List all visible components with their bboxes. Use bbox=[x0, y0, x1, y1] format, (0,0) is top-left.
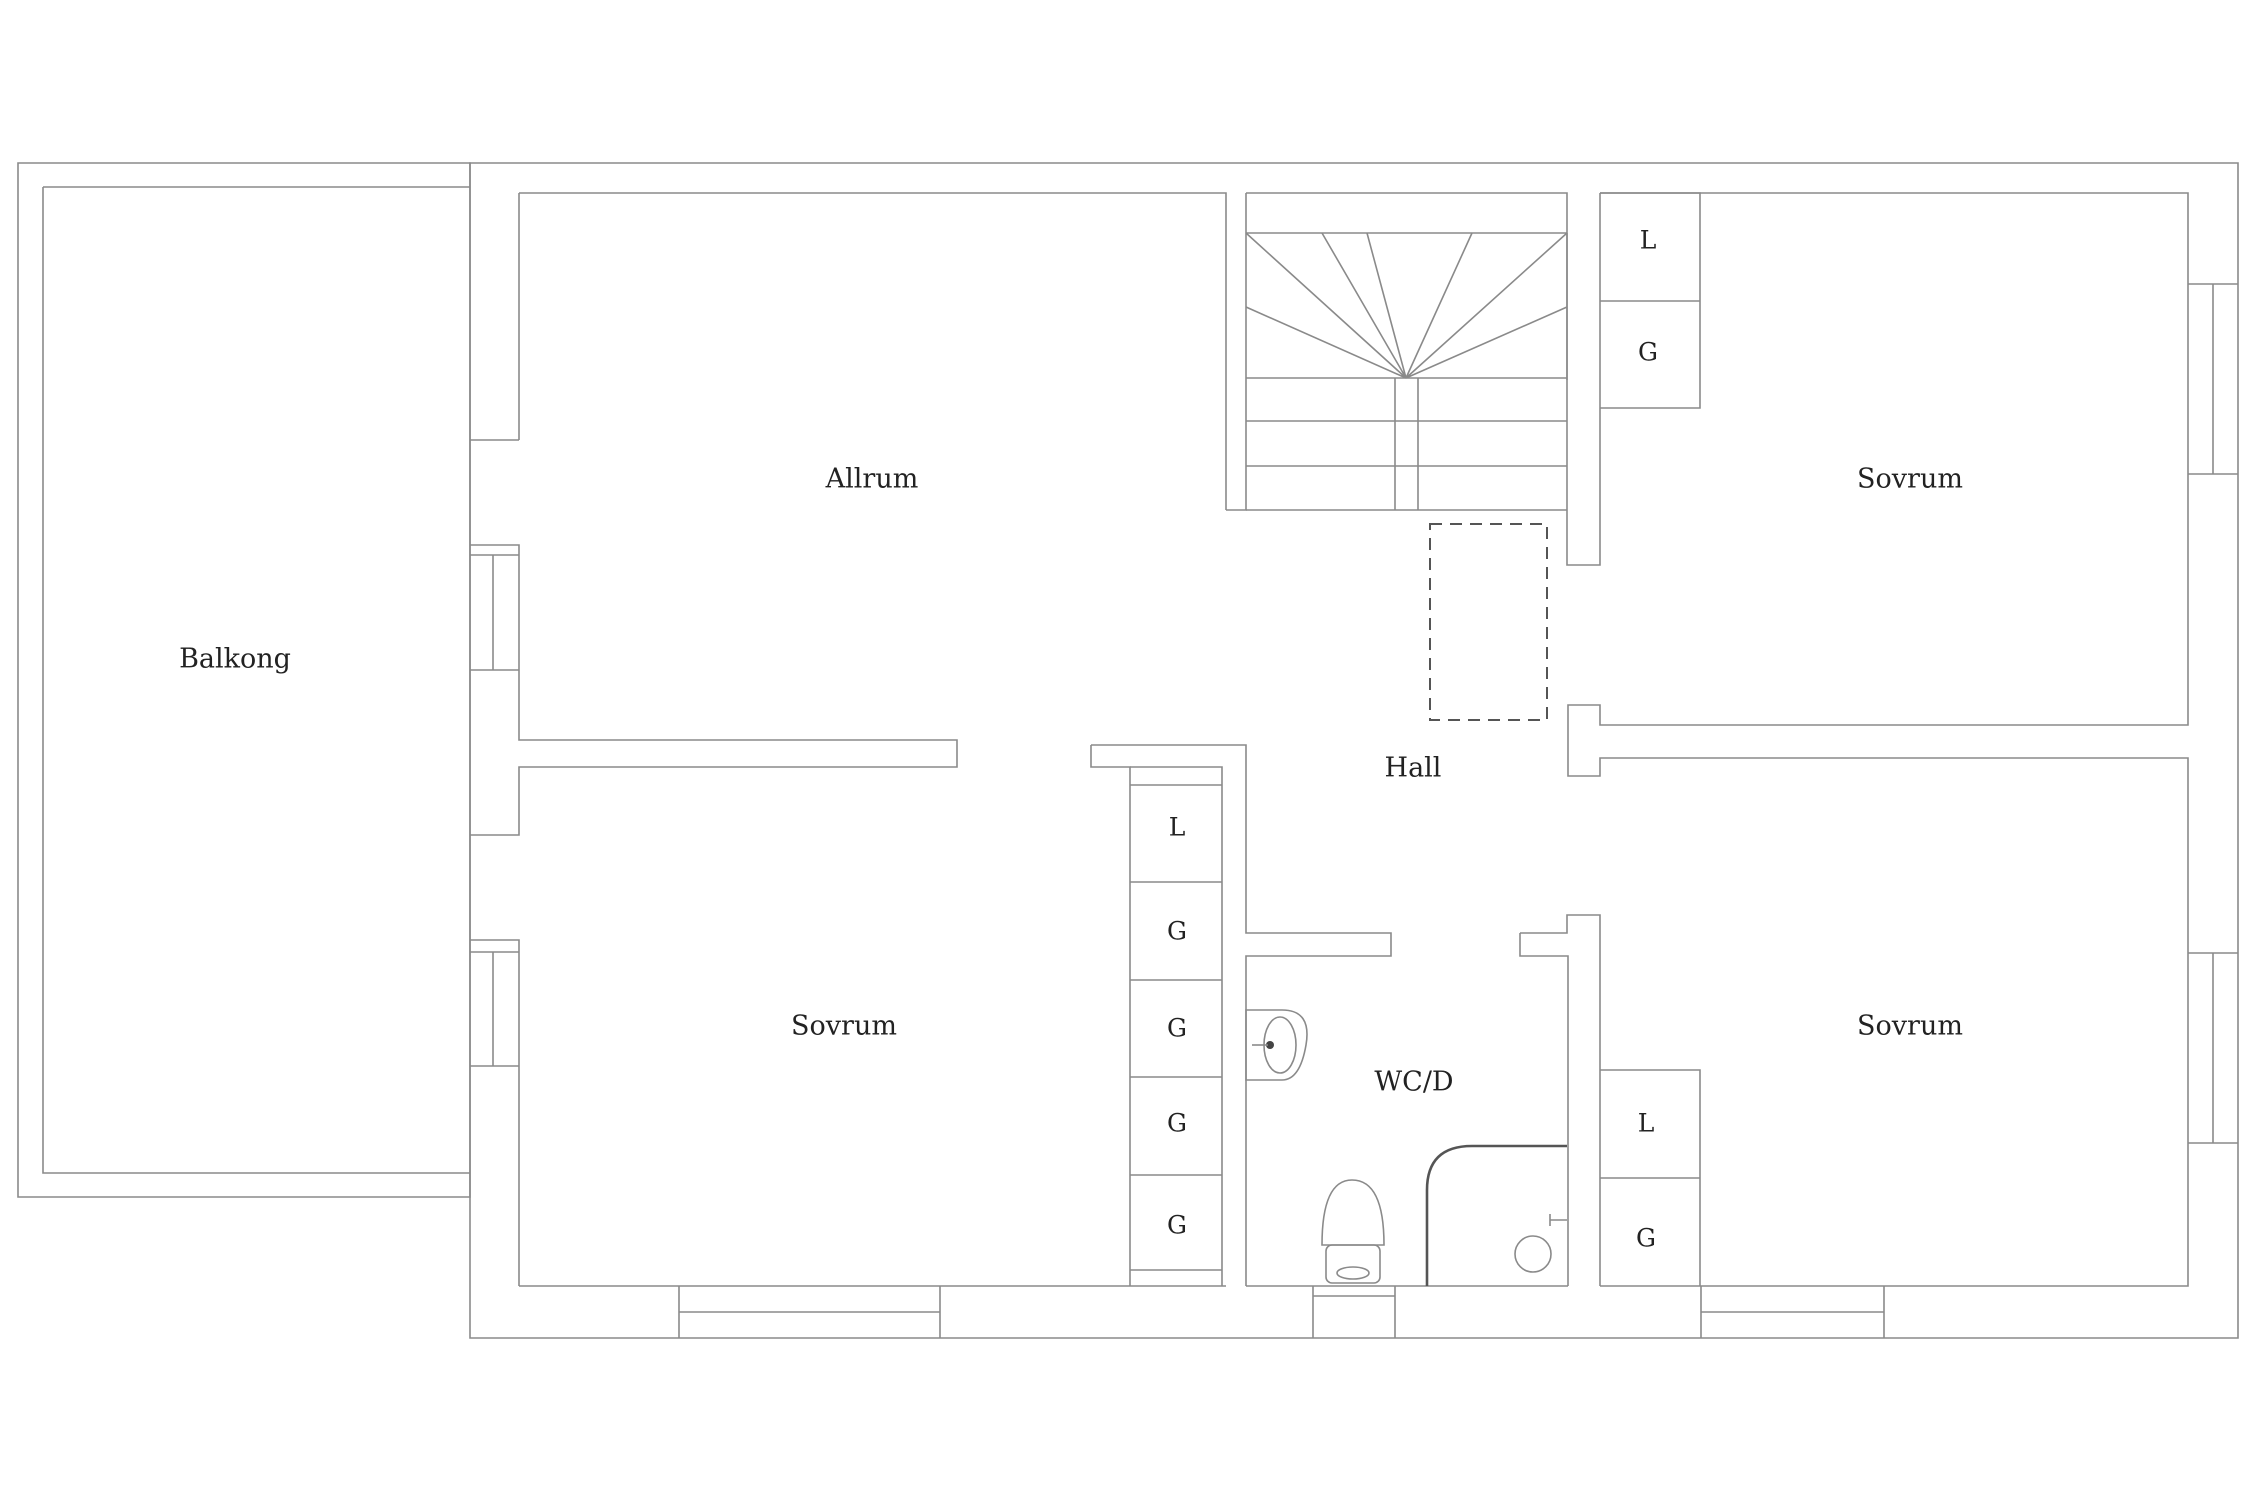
closet-label: G bbox=[1636, 1224, 1656, 1253]
bottom-windows bbox=[678, 1286, 1885, 1338]
closet-label: L bbox=[1640, 226, 1657, 255]
staircase bbox=[1226, 193, 1601, 566]
room-label-sovrum-top-right: Sovrum bbox=[1857, 464, 1963, 495]
attic-hatch bbox=[1429, 523, 1548, 721]
right-windows bbox=[2188, 283, 2238, 1144]
closet-label: G bbox=[1167, 1211, 1187, 1240]
room-label-allrum: Allrum bbox=[825, 464, 919, 495]
sink-icon bbox=[1245, 1009, 1308, 1081]
closet-label: G bbox=[1167, 1109, 1187, 1138]
middle-closets bbox=[1130, 766, 1223, 1286]
closet-label: G bbox=[1638, 338, 1658, 367]
room-label-hall: Hall bbox=[1385, 753, 1442, 784]
room-label-balkong: Balkong bbox=[179, 644, 291, 675]
top-right-closets bbox=[1600, 192, 1701, 409]
balcony bbox=[17, 162, 471, 1198]
toilet-icon bbox=[1321, 1179, 1385, 1284]
bottom-right-closets bbox=[1600, 1069, 1701, 1286]
closet-label: L bbox=[1169, 813, 1186, 842]
closet-label: L bbox=[1638, 1109, 1655, 1138]
room-label-sovrum-bottom-right: Sovrum bbox=[1857, 1011, 1963, 1042]
closet-label: G bbox=[1167, 1014, 1187, 1043]
outer-walls bbox=[469, 162, 2239, 1339]
left-wall bbox=[470, 439, 958, 1286]
room-label-sovrum-bottom-left: Sovrum bbox=[791, 1011, 897, 1042]
closet-label: G bbox=[1167, 917, 1187, 946]
room-label-wc: WC/D bbox=[1374, 1067, 1453, 1098]
hall-walls bbox=[1090, 744, 1601, 1286]
shower-icon bbox=[1425, 1144, 1567, 1286]
